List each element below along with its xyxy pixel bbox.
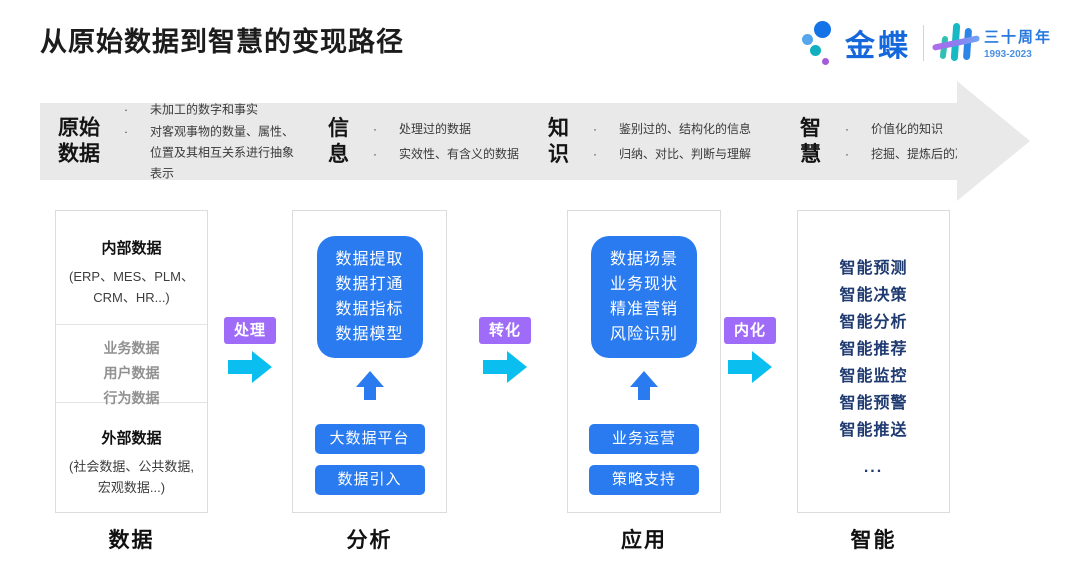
- right-arrow-icon: [728, 351, 772, 383]
- bullet-dot-icon: ·: [373, 146, 377, 161]
- right-arrow-icon: [483, 351, 527, 383]
- stage-bullet: ·未加工的数字和事实: [124, 99, 302, 120]
- bullet-dot-icon: ·: [593, 146, 597, 161]
- intelligence-item: 智能推荐: [839, 341, 908, 358]
- bullet-dot-icon: ·: [593, 121, 597, 136]
- kingdee-logo: 金蝶 三十周年 1993-2023: [801, 16, 1052, 70]
- intelligence-list: 智能预测 智能决策 智能分析 智能推荐 智能监控 智能预警 智能推送 ...: [798, 211, 949, 481]
- logo-divider: [922, 25, 924, 61]
- intelligence-item: 智能分析: [839, 314, 908, 331]
- anniversary-years: 1993-2023: [983, 49, 1032, 60]
- external-data-title: 外部数据: [101, 430, 162, 447]
- intelligence-item: 智能预警: [839, 395, 908, 412]
- stage-bullet: ·对客观事物的数量、属性、位置及其相互关系进行抽象表示: [124, 121, 302, 184]
- column-data: 内部数据 (ERP、MES、PLM、 CRM、HR...) 业务数据 用户数据 …: [55, 210, 208, 513]
- internal-data-title: 内部数据: [101, 240, 162, 257]
- stack-item: 风险识别: [609, 326, 678, 343]
- column-application: 数据场景 业务现状 精准营销 风险识别 业务运营 策略支持: [567, 210, 721, 513]
- stage-information: 信息 ·处理过的数据 ·实效性、有含义的数据: [328, 115, 519, 169]
- stack-item: 数据模型: [335, 326, 404, 343]
- stage-bullet: ·处理过的数据: [373, 119, 519, 140]
- column-intelligence: 智能预测 智能决策 智能分析 智能推荐 智能监控 智能预警 智能推送 ...: [797, 210, 950, 513]
- intelligence-item: 智能推送: [839, 422, 908, 439]
- stack-item: 业务现状: [609, 276, 678, 293]
- flow-badge-transform: 转化: [479, 317, 531, 344]
- column-analysis: 数据提取 数据打通 数据指标 数据模型 大数据平台 数据引入: [292, 210, 447, 513]
- middle-data-section: 业务数据 用户数据 行为数据: [56, 325, 207, 406]
- middle-data-item: 行为数据: [103, 390, 160, 406]
- pill-data-import: 数据引入: [314, 465, 425, 495]
- flow-badge-internalize: 内化: [724, 317, 776, 344]
- stage-label: 知识: [548, 116, 569, 166]
- flow-internalize: 内化: [722, 317, 778, 383]
- pill-business-operation: 业务运营: [589, 424, 699, 454]
- flow-process: 处理: [222, 317, 278, 383]
- intelligence-item: 智能监控: [839, 368, 908, 385]
- banner-arrow: 原始数据 ·未加工的数字和事实 ·对客观事物的数量、属性、位置及其相互关系进行抽…: [40, 102, 1003, 180]
- external-data-detail: (社会数据、公共数据,: [69, 459, 194, 474]
- banner-arrowhead: [957, 81, 1030, 201]
- internal-data-detail: (ERP、MES、PLM、: [69, 269, 194, 284]
- intelligence-item-ellipsis: ...: [863, 459, 884, 476]
- analysis-stack-box: 数据提取 数据打通 数据指标 数据模型: [316, 236, 423, 358]
- external-data-section: 外部数据 (社会数据、公共数据, 宏观数据...): [56, 403, 207, 498]
- stack-item: 数据指标: [335, 301, 404, 318]
- bullet-dot-icon: ·: [124, 102, 128, 116]
- stack-item: 数据场景: [609, 251, 678, 268]
- brand-name: 金蝶: [844, 30, 911, 63]
- external-data-detail: 宏观数据...): [97, 480, 166, 495]
- footer-label-intelligence: 智能: [850, 529, 897, 552]
- footer-label-data: 数据: [108, 529, 155, 552]
- intelligence-item: 智能决策: [839, 287, 908, 304]
- stack-item: 数据提取: [335, 251, 404, 268]
- bullet-dot-icon: ·: [124, 124, 128, 138]
- stage-knowledge: 知识 ·鉴别过的、结构化的信息 ·归纳、对比、判断与理解: [548, 115, 751, 169]
- footer-label-analysis: 分析: [346, 529, 393, 552]
- flow-transform: 转化: [477, 317, 533, 383]
- stage-bullet: ·价值化的知识: [845, 119, 1003, 140]
- stage-bullet: ·归纳、对比、判断与理解: [593, 144, 751, 165]
- stack-item: 数据打通: [335, 276, 404, 293]
- up-arrow-icon: [355, 371, 384, 401]
- anniversary-label: 三十周年: [983, 29, 1052, 46]
- internal-data-detail: CRM、HR...): [93, 290, 170, 305]
- stage-bullet: ·鉴别过的、结构化的信息: [593, 119, 751, 140]
- stage-bullet: ·实效性、有含义的数据: [373, 144, 519, 165]
- bullet-dot-icon: ·: [373, 121, 377, 136]
- stage-raw-data: 原始数据 ·未加工的数字和事实 ·对客观事物的数量、属性、位置及其相互关系进行抽…: [58, 98, 302, 185]
- bullet-dot-icon: ·: [845, 121, 849, 136]
- pill-big-data-platform: 大数据平台: [314, 424, 425, 454]
- application-stack-box: 数据场景 业务现状 精准营销 风险识别: [591, 236, 697, 358]
- flow-badge-process: 处理: [224, 317, 276, 344]
- stage-label: 智慧: [800, 116, 821, 166]
- stage-label: 原始数据: [58, 116, 100, 166]
- middle-data-item: 业务数据: [103, 340, 160, 356]
- footer-label-application: 应用: [621, 529, 667, 552]
- stack-item: 精准营销: [609, 301, 678, 318]
- page-title: 从原始数据到智慧的变现路径: [40, 27, 404, 57]
- internal-data-section: 内部数据 (ERP、MES、PLM、 CRM、HR...): [56, 211, 207, 325]
- anniversary-text: 三十周年 1993-2023: [984, 26, 1052, 60]
- thirty-anniversary-icon: [931, 19, 981, 67]
- right-arrow-icon: [228, 351, 272, 383]
- kingdee-dots-icon: [801, 18, 837, 68]
- middle-data-item: 用户数据: [103, 365, 160, 381]
- intelligence-item: 智能预测: [839, 260, 908, 277]
- stage-label: 信息: [328, 116, 349, 166]
- pill-strategy-support: 策略支持: [589, 465, 699, 495]
- up-arrow-icon: [630, 371, 658, 401]
- bullet-dot-icon: ·: [845, 146, 849, 161]
